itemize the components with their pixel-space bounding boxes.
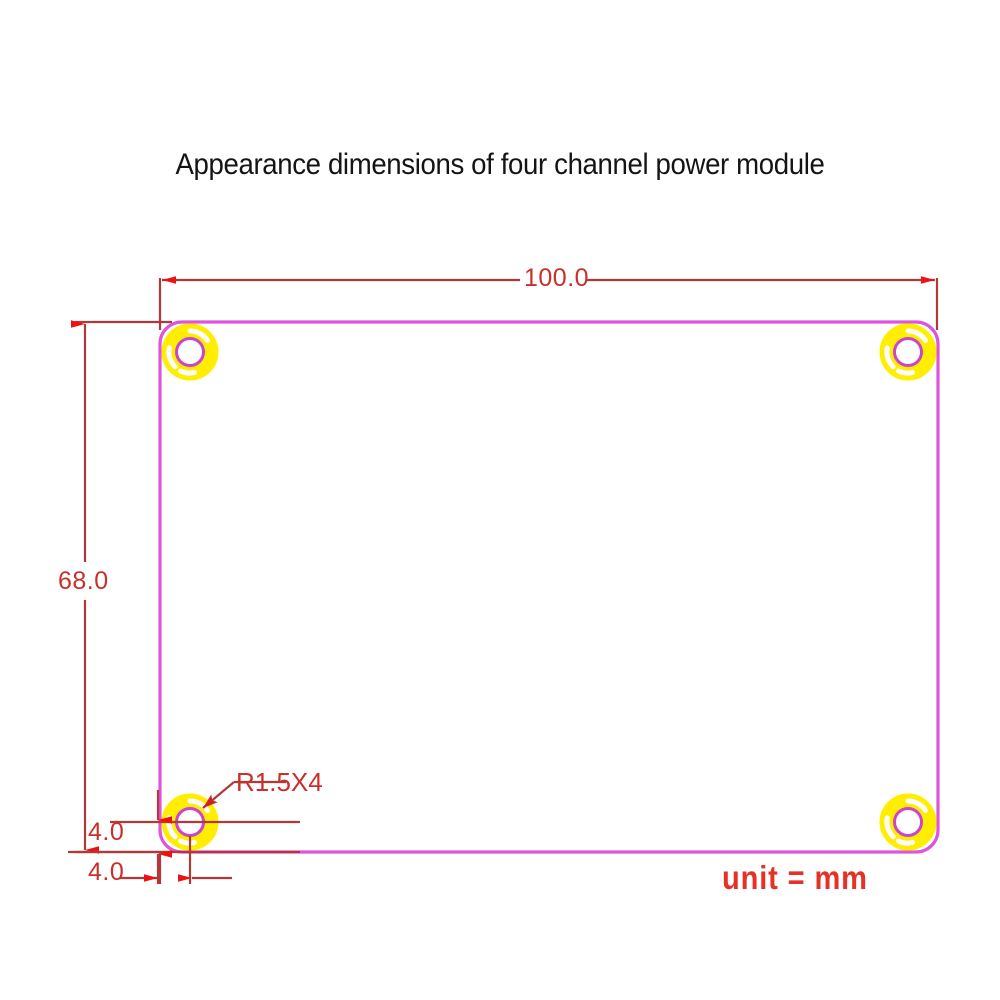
mounting-hole-top-right bbox=[879, 323, 937, 381]
radius-callout-label: R1.5X4 bbox=[236, 767, 323, 797]
mounting-hole-bottom-right bbox=[879, 793, 937, 851]
dimension-label-overall-width: 100.0 bbox=[524, 264, 590, 292]
board-outline-group bbox=[158, 320, 940, 854]
board-outline bbox=[158, 320, 940, 854]
dimension-label-hole-offset-horizontal: 4.0 bbox=[88, 858, 125, 886]
page-title: Appearance dimensions of four channel po… bbox=[175, 148, 825, 181]
radius-callout-leader bbox=[202, 780, 286, 809]
dimension-hole-offset-horizontal bbox=[120, 836, 232, 884]
dimension-label-hole-offset-vertical: 4.0 bbox=[88, 818, 125, 846]
mounting-holes-group bbox=[161, 323, 937, 851]
dimension-label-overall-height: 68.0 bbox=[58, 567, 109, 595]
unit-note: unit = mm bbox=[722, 859, 868, 896]
mounting-hole-top-left bbox=[161, 323, 219, 381]
